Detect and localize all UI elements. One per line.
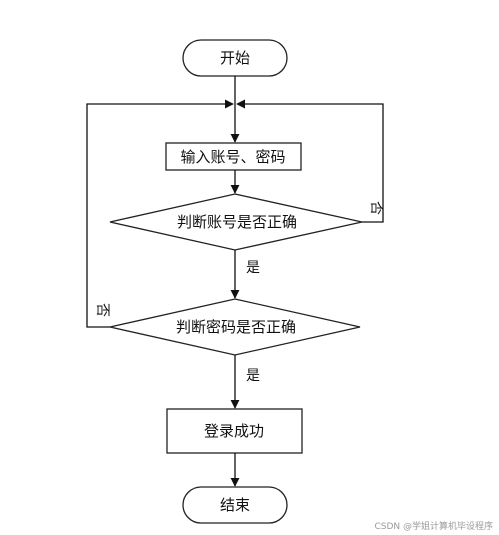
edge-password-no-loop bbox=[86, 99, 234, 328]
check-password-label: 判断密码是否正确 bbox=[176, 318, 296, 336]
start-label: 开始 bbox=[220, 49, 250, 67]
start-node: 开始 bbox=[182, 39, 288, 77]
input-node: 输入账号、密码 bbox=[165, 142, 302, 171]
input-label: 输入账号、密码 bbox=[180, 148, 285, 166]
check-account-node: 判断账号是否正确 bbox=[109, 193, 363, 251]
no-label-account: 否 bbox=[368, 201, 384, 215]
watermark: CSDN @学姐计算机毕设程序 bbox=[374, 522, 493, 532]
end-node: 结束 bbox=[182, 486, 288, 524]
check-password-node: 判断密码是否正确 bbox=[109, 298, 361, 356]
success-node: 登录成功 bbox=[166, 408, 303, 454]
success-label: 登录成功 bbox=[204, 422, 264, 440]
edge-account-no-loop bbox=[236, 99, 384, 223]
yes-label-account: 是 bbox=[246, 260, 260, 276]
check-account-label: 判断账号是否正确 bbox=[177, 213, 297, 231]
end-label: 结束 bbox=[220, 496, 250, 514]
yes-label-password: 是 bbox=[246, 368, 260, 384]
no-label-password: 否 bbox=[94, 303, 110, 317]
